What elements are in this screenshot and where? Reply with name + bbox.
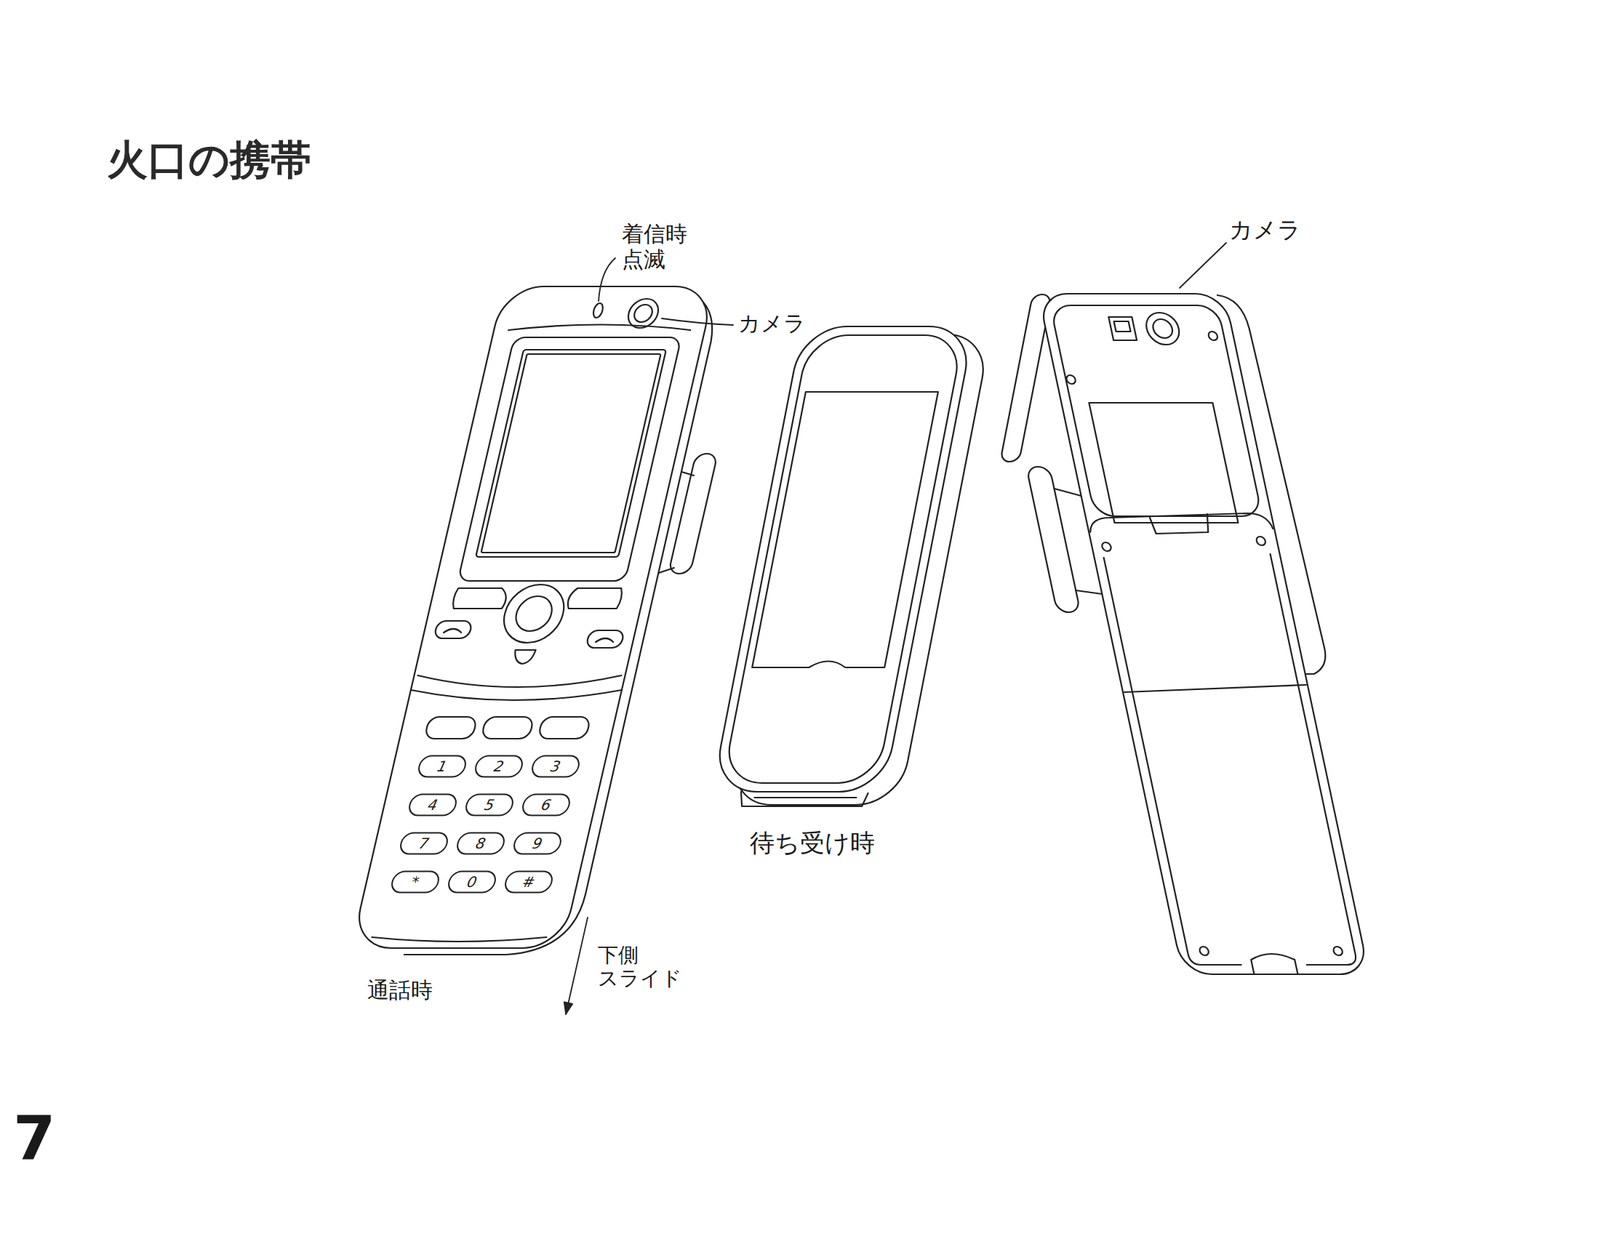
leader-line bbox=[661, 318, 734, 326]
key-shape bbox=[389, 872, 441, 894]
sub-screen bbox=[752, 392, 939, 668]
lower-outline bbox=[1103, 554, 1358, 966]
keypad-key: 2 bbox=[472, 754, 526, 779]
leader-line bbox=[598, 258, 616, 302]
screw bbox=[1101, 542, 1112, 552]
screw bbox=[1208, 331, 1219, 341]
label-anchor: 待ち受け時 bbox=[749, 829, 875, 858]
end-glyph bbox=[595, 638, 614, 643]
connector-notch bbox=[1250, 954, 1299, 975]
battery-seam bbox=[1122, 685, 1308, 693]
slide-edge bbox=[415, 675, 622, 688]
leader-line bbox=[1179, 242, 1227, 288]
bottom-edge bbox=[370, 937, 547, 942]
keypad-key: 6 bbox=[520, 793, 574, 817]
key-shape bbox=[473, 756, 525, 778]
camera-window bbox=[1108, 317, 1137, 341]
keypad-key: 1 bbox=[415, 754, 469, 779]
nav-ring bbox=[498, 584, 570, 643]
camera-ring bbox=[1143, 312, 1182, 345]
antenna-stub bbox=[1026, 466, 1081, 613]
screw bbox=[1065, 375, 1077, 384]
function-key bbox=[537, 717, 591, 739]
part-name: カメラ bbox=[738, 311, 806, 337]
screen bbox=[475, 349, 667, 558]
keypad-key: 9 bbox=[510, 832, 564, 856]
slide-tab bbox=[1149, 514, 1212, 534]
screw bbox=[1256, 536, 1267, 546]
keypad-key: # bbox=[501, 870, 555, 894]
keypad-key: 0 bbox=[445, 870, 499, 894]
keypad-key: 8 bbox=[453, 832, 507, 856]
title-anchor: 火口の携帯 bbox=[106, 136, 312, 184]
call-key bbox=[433, 621, 473, 639]
key-shape bbox=[446, 872, 498, 894]
sheet-title: 火口の携帯 bbox=[106, 136, 312, 184]
slide-boundary bbox=[1086, 513, 1275, 533]
key-shape bbox=[503, 872, 555, 894]
end-key bbox=[585, 630, 625, 648]
camera-window-inner bbox=[1114, 321, 1131, 332]
back-window bbox=[1088, 402, 1238, 523]
label-anchor: カメラ bbox=[738, 311, 806, 337]
open-phone bbox=[349, 286, 757, 955]
key-shape bbox=[408, 794, 459, 816]
slide-edge bbox=[408, 690, 622, 701]
top-band bbox=[508, 325, 692, 331]
arrow-head bbox=[564, 1002, 574, 1015]
key-shape bbox=[530, 756, 582, 778]
label-anchor: 7 bbox=[13, 1104, 56, 1175]
front-face bbox=[712, 326, 974, 792]
camera-ring bbox=[625, 298, 662, 328]
screen-inner bbox=[481, 354, 662, 553]
part-name: カメラ bbox=[1229, 216, 1302, 244]
state-caption: 通話時 bbox=[367, 978, 433, 1004]
camera-lens bbox=[632, 304, 655, 323]
key-shape bbox=[512, 833, 563, 855]
keypad-key: 4 bbox=[406, 793, 460, 817]
label-anchor: カメラ bbox=[1229, 216, 1302, 244]
small-key bbox=[512, 650, 536, 664]
closed-phone bbox=[709, 294, 1052, 807]
phone-body bbox=[1038, 293, 1370, 975]
screen-frame bbox=[458, 337, 682, 582]
nav-center bbox=[512, 596, 556, 632]
hinge bbox=[738, 792, 869, 807]
label-anchor: 着信時 点滅 bbox=[621, 221, 695, 272]
page-number: 7 bbox=[13, 1104, 56, 1175]
keypad-key: 7 bbox=[397, 832, 451, 856]
state-caption: 待ち受け時 bbox=[749, 829, 875, 858]
callout-note: 着信時 点滅 bbox=[621, 221, 695, 272]
call-glyph bbox=[443, 629, 462, 633]
soft-key bbox=[451, 588, 509, 609]
back-phone bbox=[989, 293, 1395, 975]
key-shape bbox=[398, 833, 450, 855]
screw bbox=[1332, 946, 1344, 956]
hinge-line bbox=[754, 797, 856, 799]
key-shape bbox=[455, 833, 507, 855]
phone-body bbox=[351, 286, 715, 949]
slide-arrow bbox=[565, 917, 588, 1015]
soft-key bbox=[566, 588, 624, 609]
keypad-key: 5 bbox=[463, 793, 517, 817]
camera-lens bbox=[1151, 319, 1175, 339]
callout-note: 下側 スライド bbox=[597, 944, 689, 991]
keypad-key: * bbox=[388, 870, 442, 894]
key-shape bbox=[416, 756, 468, 778]
screw bbox=[1198, 946, 1210, 956]
function-key bbox=[480, 717, 534, 739]
face-bevel bbox=[722, 335, 964, 784]
label-anchor: 下側 スライド bbox=[597, 944, 689, 991]
key-shape bbox=[521, 794, 573, 816]
incoming-led bbox=[592, 303, 605, 318]
keypad-key: 3 bbox=[528, 754, 582, 779]
key-shape bbox=[464, 794, 516, 816]
label-anchor: 通話時 bbox=[367, 978, 433, 1004]
function-key bbox=[424, 717, 478, 739]
